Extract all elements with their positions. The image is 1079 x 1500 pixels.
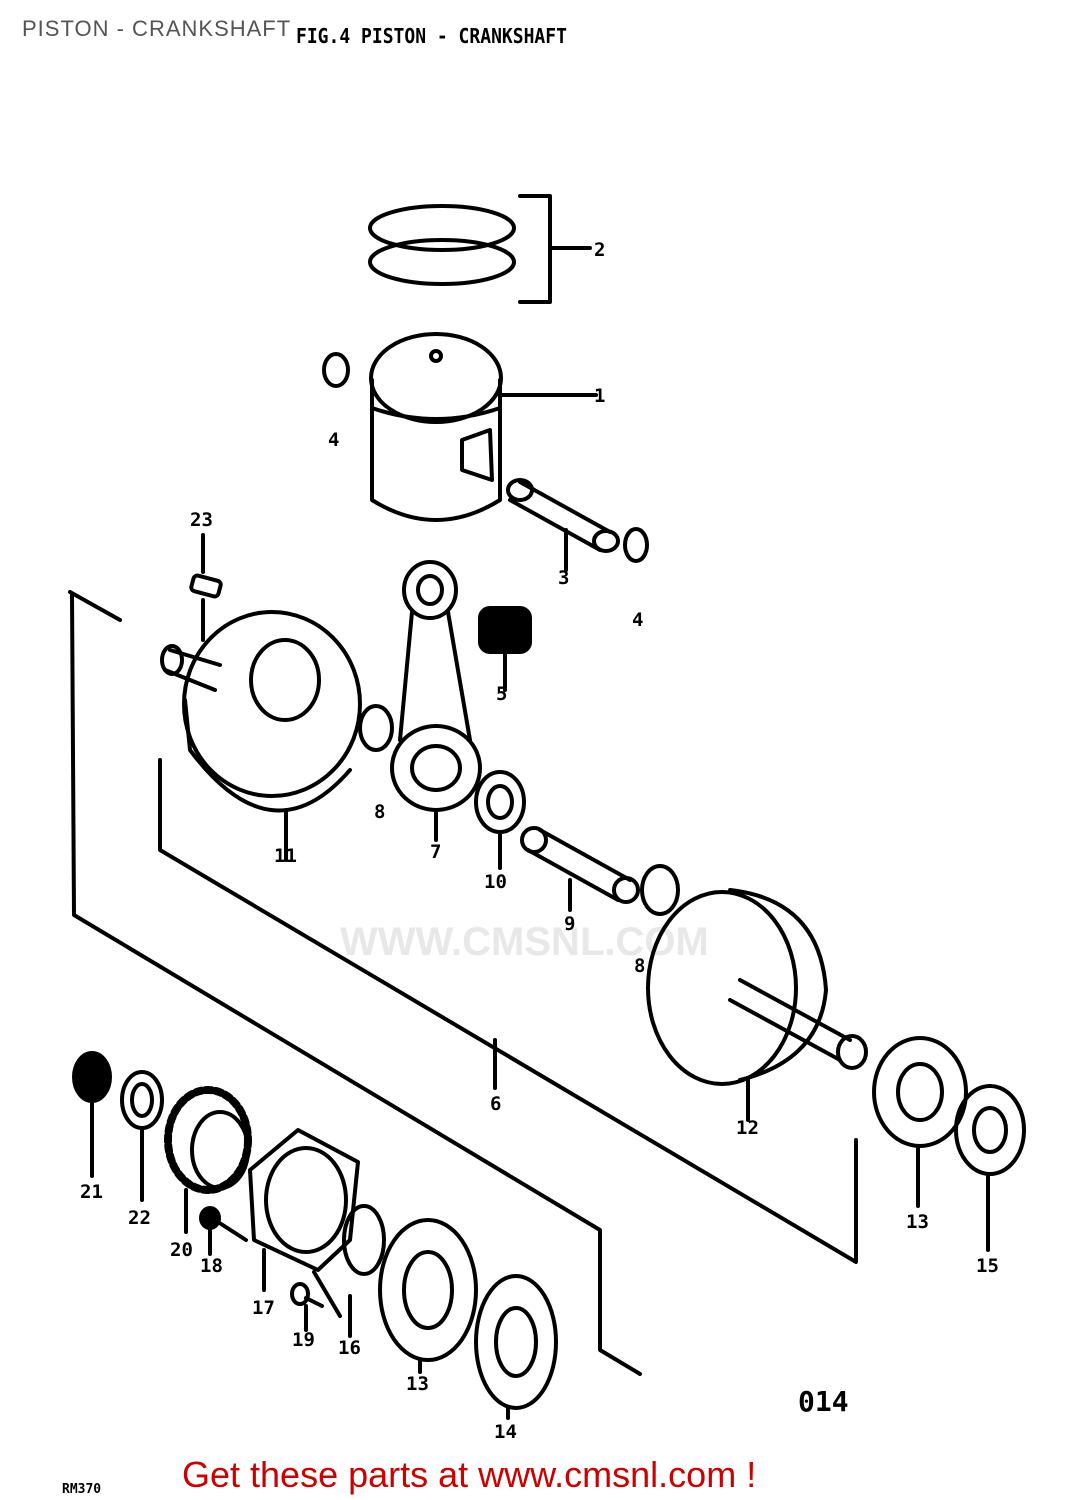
callout-5: 5 [496,683,507,705]
screw-lower[interactable] [290,1282,324,1332]
figure-title: FIG.4 PISTON - CRANKSHAFT [296,24,567,48]
bearing-retainer[interactable] [248,1128,360,1292]
oil-seal-left[interactable] [474,1274,558,1420]
callout-7: 7 [430,841,441,863]
callout-14: 14 [494,1421,517,1443]
callout-22: 22 [128,1207,151,1229]
primary-drive-gear[interactable] [164,1086,252,1234]
callout-19: 19 [292,1329,315,1351]
callout-13-left: 13 [406,1373,429,1395]
callout-4: 4 [328,429,339,451]
piston-rings[interactable] [368,194,592,304]
callout-20: 20 [170,1239,193,1261]
thrust-washer-left[interactable] [358,704,394,752]
callout-10: 10 [484,871,507,893]
oil-seal-right[interactable] [954,1084,1026,1252]
circlip-lower[interactable] [623,527,649,563]
woodruff-key[interactable] [189,533,223,642]
connecting-rod[interactable] [390,560,482,842]
callout-2: 2 [594,239,605,261]
callout-1: 1 [594,385,605,407]
screw[interactable] [199,1206,248,1256]
small-end-bearing[interactable] [478,606,532,692]
page-title: PISTON - CRANKSHAFT [22,16,292,41]
callout-6: 6 [490,1093,501,1115]
callout-17: 17 [252,1297,275,1319]
callout-11: 11 [274,845,297,867]
callout-15: 15 [976,1255,999,1277]
callout-3: 3 [558,567,569,589]
crankshaft-assembly-bracket [68,590,858,1376]
footer-link-text[interactable]: Get these parts at www.cmsnl.com ! [182,1454,757,1495]
callout-4-lower: 4 [632,609,643,631]
callout-13-right: 13 [906,1211,929,1233]
callout-9: 9 [564,913,575,935]
callout-8: 8 [374,801,385,823]
callout-12: 12 [736,1117,759,1139]
callout-23: 23 [190,509,213,531]
reference-code: RM370 [62,1482,102,1497]
crank-pin[interactable] [520,826,640,912]
callout-21: 21 [80,1181,103,1203]
callout-18: 18 [200,1255,223,1277]
callout-8-right: 8 [634,955,645,977]
crankshaft-right-flywheel[interactable] [646,888,868,1122]
washer[interactable] [120,1070,164,1202]
bearing-left[interactable] [378,1218,478,1374]
piston-pin[interactable] [506,478,620,572]
watermark: WWW.CMSNL.COM [340,920,709,964]
page-code: 014 [798,1385,849,1418]
bearing-right[interactable] [872,1036,968,1208]
thrust-washer-right[interactable] [640,864,680,916]
o-ring[interactable] [312,1204,386,1338]
crankshaft-left-flywheel[interactable] [160,610,362,862]
big-end-bearing[interactable] [474,770,526,870]
circlip-upper[interactable] [322,352,350,388]
piston[interactable] [369,332,598,522]
nut[interactable] [72,1051,112,1178]
callout-16: 16 [338,1337,361,1359]
